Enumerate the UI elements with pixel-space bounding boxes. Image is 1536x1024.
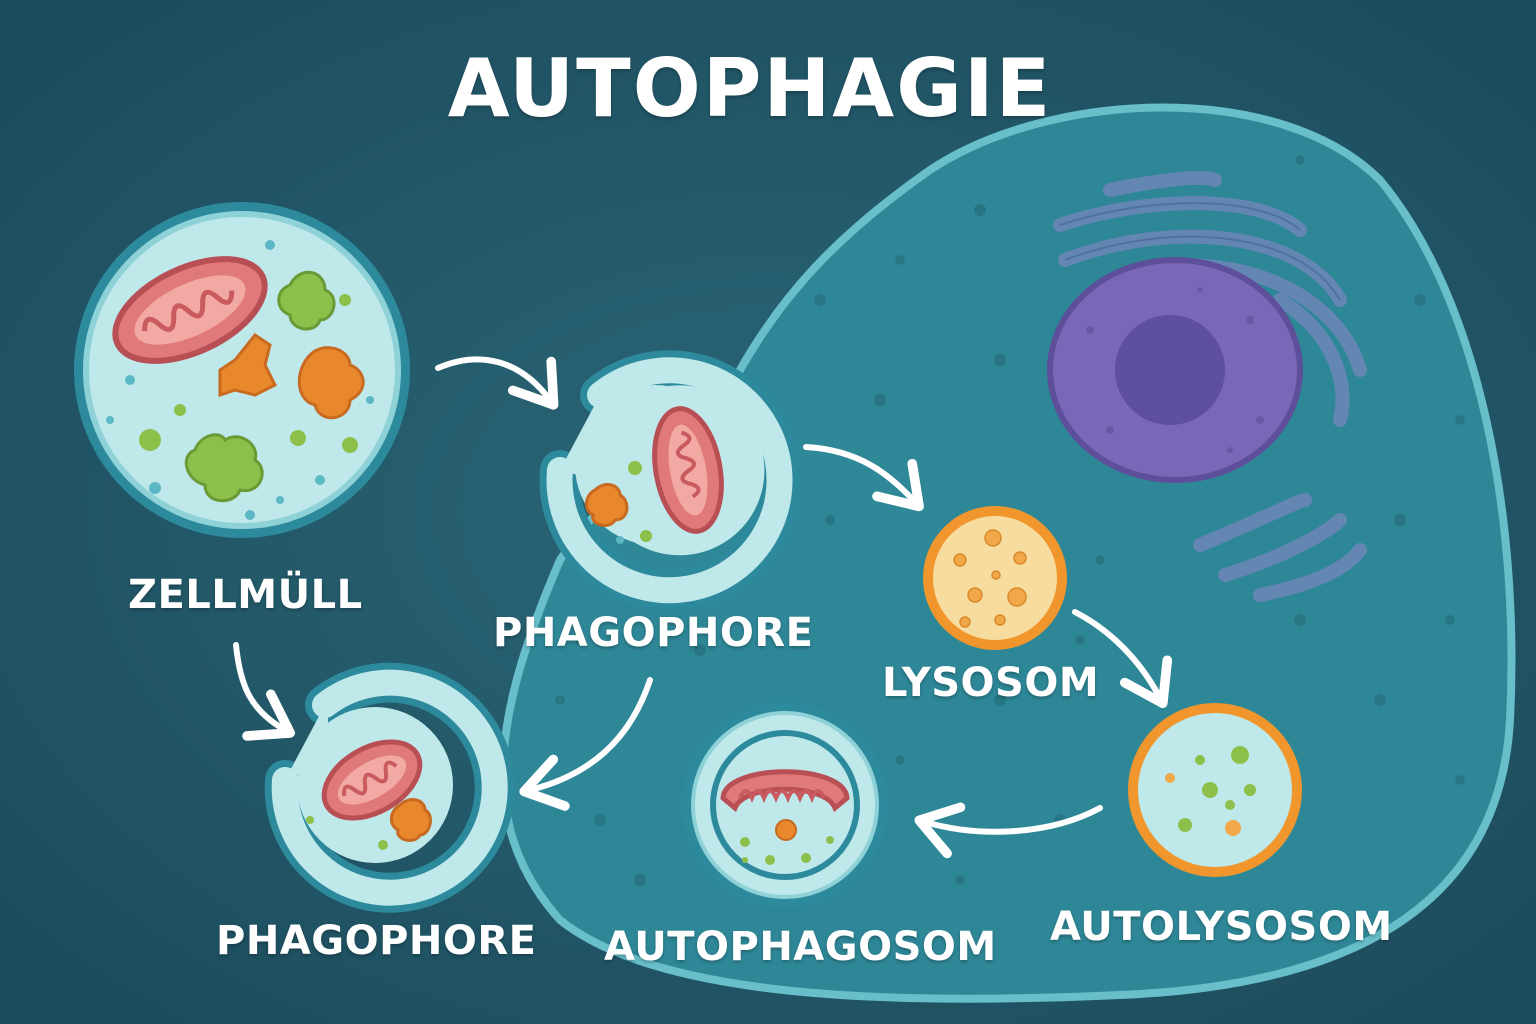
arrow-lysosome-to-autolysosome xyxy=(1072,609,1173,709)
phagophore-top xyxy=(539,350,800,611)
label-phagophore-bottom: PHAGOPHORE xyxy=(216,918,537,964)
autophagosome xyxy=(682,702,888,908)
arrow-debris-down xyxy=(233,642,296,741)
cellular-debris-vesicle xyxy=(74,202,410,538)
lysosome xyxy=(923,506,1067,650)
arrows xyxy=(233,356,1173,859)
label-autophagosom: AUTOPHAGOSOM xyxy=(604,924,997,970)
mitochondrion-icon xyxy=(112,256,268,364)
label-autolysosom: AUTOLYSOSOM xyxy=(1050,904,1393,950)
mitochondrion-icon xyxy=(321,739,423,821)
diagram-title: AUTOPHAGIE xyxy=(447,42,1053,135)
phagophore-bottom xyxy=(264,662,515,913)
arrow-phagophore-to-lysosome xyxy=(803,444,924,512)
mitochondrion-icon xyxy=(720,769,850,813)
nucleus xyxy=(1047,257,1303,483)
arrow-phagophore-down xyxy=(519,677,653,811)
label-lysosom: LYSOSOM xyxy=(882,660,1100,706)
arrow-autolysosome-to-autophagosome xyxy=(914,802,1103,859)
label-phagophore-top: PHAGOPHORE xyxy=(493,610,814,656)
mitochondrion-icon xyxy=(652,406,724,534)
label-zellmuell: ZELLMÜLL xyxy=(128,572,363,618)
arrow-debris-to-phagophore xyxy=(435,356,559,410)
autolysosome xyxy=(1128,703,1302,877)
